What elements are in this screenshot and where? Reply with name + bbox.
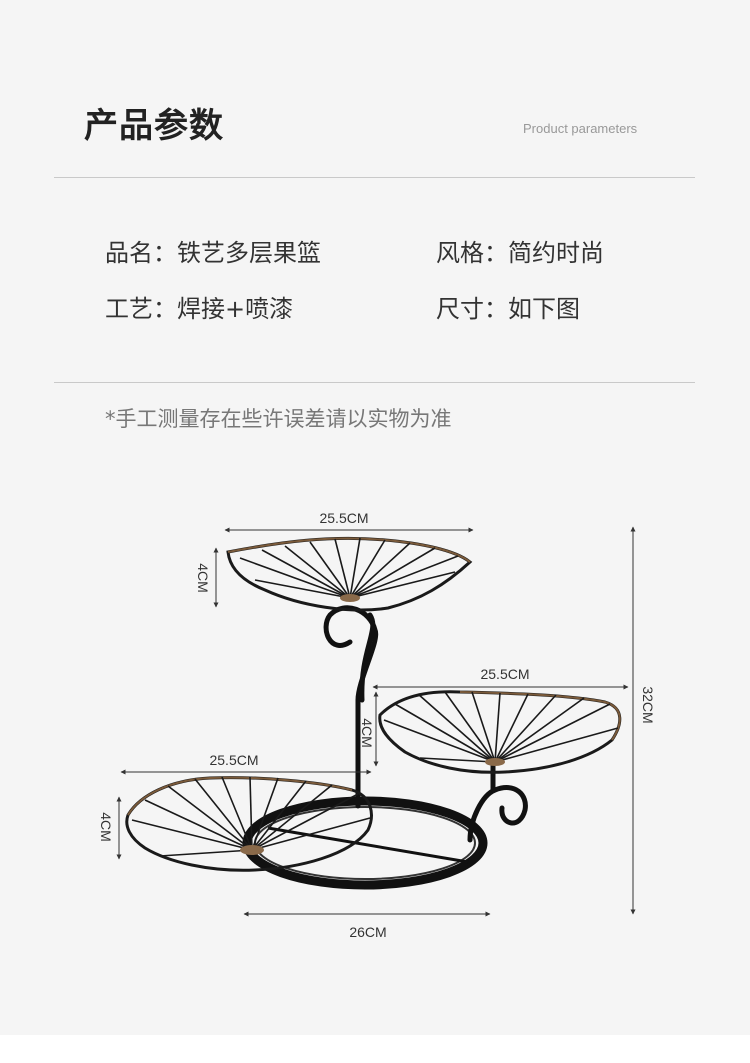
base-ring — [242, 796, 488, 890]
top-basket — [226, 536, 473, 612]
spec-size: 尺寸：如下图 — [436, 289, 580, 324]
spec-name-value: 铁艺多层果篮 — [177, 239, 321, 267]
spec-size-value: 如下图 — [508, 295, 580, 323]
spec-craft-label: 工艺： — [105, 295, 177, 323]
fruit-basket-diagram: 25.5CM 4CM 25.5CM 4CM 25.5CM 4CM 26CM 32… — [98, 510, 656, 940]
dimension-lines — [116, 526, 636, 917]
spec-name-label: 品名： — [105, 239, 177, 267]
bottom-divider — [54, 382, 695, 383]
spec-size-label: 尺寸： — [436, 295, 508, 323]
top-depth-label: 4CM — [195, 563, 211, 593]
right-basket — [378, 690, 622, 774]
spec-style-value: 简约时尚 — [508, 239, 604, 267]
spec-craft: 工艺：焊接+喷漆 — [105, 289, 293, 324]
spec-style-label: 风格： — [436, 239, 508, 267]
spec-craft-value: 焊接+喷漆 — [177, 295, 294, 323]
right-width-label: 25.5CM — [480, 666, 529, 682]
section-title: 产品参数 — [84, 106, 224, 146]
left-basket — [125, 776, 373, 872]
top-width-label: 25.5CM — [319, 510, 368, 526]
measurement-note: *手工测量存在些许误差请以实物为准 — [105, 407, 452, 431]
spec-style: 风格：简约时尚 — [436, 233, 604, 268]
spec-name: 品名：铁艺多层果篮 — [105, 233, 321, 268]
top-divider — [54, 177, 695, 178]
left-width-label: 25.5CM — [209, 752, 258, 768]
product-parameters-page: 产品参数 Product parameters 品名：铁艺多层果篮 风格：简约时… — [54, 106, 695, 940]
section-subtitle: Product parameters — [523, 121, 638, 136]
right-depth-label: 4CM — [359, 718, 375, 748]
left-depth-label: 4CM — [98, 812, 114, 842]
base-width-label: 26CM — [349, 924, 386, 940]
total-height-label: 32CM — [640, 686, 656, 723]
